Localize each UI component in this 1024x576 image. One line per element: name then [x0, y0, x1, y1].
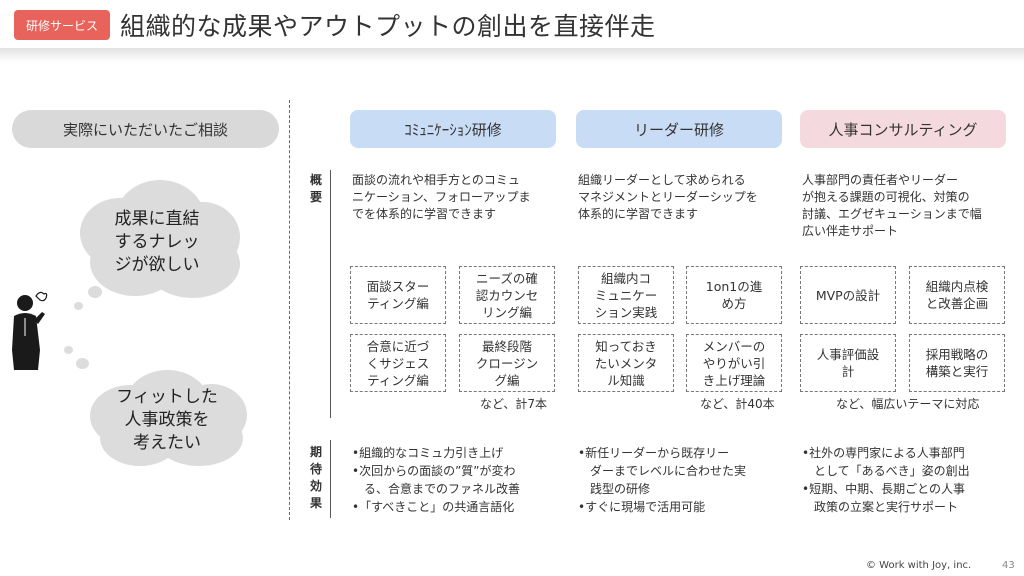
- bubble1-line: するナレッ: [114, 232, 200, 252]
- effects-hr-consulting: •社外の専門家による人事部門 として「あるべき」姿の創出 •短期、中期、長期ごと…: [802, 446, 970, 514]
- course-box: 知っておきたいメンタル知識: [578, 334, 674, 392]
- overview-row-line: [330, 170, 331, 418]
- bubble2-line: 考えたい: [133, 433, 201, 453]
- thought-dot: [64, 346, 73, 354]
- column-header-leader: リーダー研修: [576, 110, 782, 148]
- course-box: 1on1の進め方: [686, 266, 782, 324]
- page-title: 組織的な成果やアウトプットの創出を直接伴走: [120, 12, 656, 41]
- thought-bubble-2: フィットした 人事政策を 考えたい: [85, 370, 250, 470]
- column-header-hr-consulting: 人事コンサルティング: [800, 110, 1006, 148]
- bubble1-line: ジが欲しい: [114, 255, 200, 275]
- service-badge: 研修サービス: [14, 10, 110, 40]
- course-box: 合意に近づくサジェスティング編: [350, 334, 446, 392]
- course-box: 組織内コミュニケーション実践: [578, 266, 674, 324]
- bubble2-line: 人事政策を: [124, 410, 210, 430]
- course-box: 採用戦略の構築と実行: [909, 334, 1005, 392]
- effects-leader: •新任リーダーから既存リー ダーまでレベルに合わせた実 践型の研修 •すぐに現場…: [578, 446, 747, 514]
- course-count-note: など、計40本: [700, 397, 775, 411]
- overview-leader: 組織リーダーとして求められる マネジメントとリーダーシップを 体系的に学習できま…: [578, 173, 758, 221]
- thought-dot: [74, 302, 83, 310]
- effect-row-label: 期 待 効 果: [309, 445, 322, 510]
- effects-communication: •組織的なコミュ力引き上げ •次回からの面談の”質”が変わ る、合意までのファネ…: [352, 446, 521, 514]
- thought-dot: [76, 358, 89, 369]
- section-divider: [289, 100, 290, 520]
- consultation-label: 実際にいただいたご相談: [12, 110, 279, 148]
- overview-row-label: 概 要: [309, 173, 322, 204]
- course-box: 面談スターティング編: [350, 266, 446, 324]
- bubble1-line: 成果に直結: [114, 209, 200, 229]
- thought-bubble-1: 成果に直結 するナレッ ジが欲しい: [70, 180, 245, 300]
- overview-communication: 面談の流れや相手方とのコミュ ニケーション、フォローアップま でを体系的に学習で…: [352, 173, 531, 221]
- column-header-communication: ｺﾐｭﾆｹｰｼｮﾝ研修: [350, 110, 556, 148]
- course-box: MVPの設計: [800, 266, 896, 324]
- course-box: 人事評価設計: [800, 334, 896, 392]
- effect-row-line: [330, 440, 331, 518]
- overview-hr-consulting: 人事部門の責任者やリーダー が抱える課題の可視化、対策の 討議、エグゼキューショ…: [802, 173, 982, 238]
- thinking-person-icon: [12, 291, 48, 370]
- course-count-note: など、計7本: [480, 397, 548, 411]
- copyright: © Work with Joy, inc.: [866, 560, 972, 571]
- page-number: 43: [1002, 560, 1015, 571]
- course-box: 組織内点検と改善企画: [909, 266, 1005, 324]
- course-box: メンバーのやりがい引き上げ理論: [686, 334, 782, 392]
- course-count-note: など、幅広いテーマに対応: [836, 397, 980, 411]
- thought-dot: [88, 286, 102, 298]
- bubble2-line: フィットした: [116, 387, 218, 407]
- course-box: 最終段階クロージング編: [459, 334, 555, 392]
- header-divider: [0, 48, 1024, 62]
- course-box: ニーズの確認カウンセリング編: [459, 266, 555, 324]
